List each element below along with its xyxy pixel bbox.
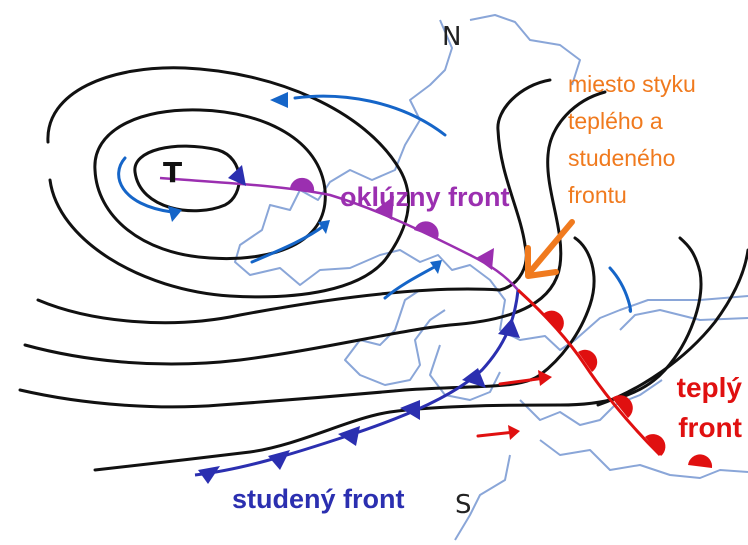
- meeting-point-line3: studeného: [568, 145, 676, 171]
- cold-triangle-5: [268, 450, 290, 470]
- isobar-4: [36, 78, 552, 325]
- warm-front-label-line1: teplý: [676, 372, 742, 403]
- cold-triangle-4: [338, 426, 360, 446]
- isobar-5: [23, 90, 607, 366]
- cold-triangle-1: [498, 318, 520, 338]
- meeting-point-label: miesto styku teplého a studeného frontu: [568, 66, 743, 214]
- north-label: N: [442, 22, 462, 52]
- isobar-1: [133, 144, 241, 213]
- occluded-triangle-1: [228, 165, 246, 186]
- annotation-arrow: [525, 219, 575, 279]
- red-arrow-2: [476, 430, 517, 438]
- warm-semicircle-3: [612, 395, 633, 418]
- occluded-triangle-3: [476, 248, 494, 270]
- isobar-7: [93, 236, 703, 472]
- isobar-2: [93, 108, 327, 261]
- warm-semicircle-1: [543, 310, 564, 332]
- meeting-point-line1: miesto styku: [568, 71, 696, 97]
- cold-front-label: studený front: [232, 484, 405, 514]
- cold-front: [194, 289, 520, 484]
- occluded-semicircle-2: [414, 221, 439, 238]
- red-arrow-1: [498, 376, 547, 386]
- cold-triangle-2: [462, 368, 486, 388]
- cold-triangle-3: [400, 400, 420, 420]
- coastline: [234, 14, 748, 541]
- wind-arrow-1: [250, 223, 327, 264]
- warm-semicircle-2: [578, 349, 598, 372]
- meeting-point-line2: teplého a: [568, 108, 663, 134]
- occluded-front-label: oklúzny front: [340, 182, 510, 212]
- warm-semicircle-4: [645, 434, 666, 456]
- wind-arrows-red: [476, 376, 547, 438]
- isobars: [18, 66, 748, 472]
- warm-front: [516, 288, 713, 468]
- isobar-6: [18, 236, 596, 409]
- warm-front-label: teplý front: [662, 368, 742, 448]
- occluded-front: [159, 165, 519, 291]
- cold-triangle-6: [198, 466, 220, 484]
- warm-semicircle-5: [688, 454, 713, 468]
- meeting-point-line4: frontu: [568, 182, 627, 208]
- south-label: S: [455, 490, 472, 520]
- occluded-semicircle-1: [290, 177, 315, 192]
- wind-arrows-blue: [117, 94, 633, 313]
- isobar-3: [46, 66, 410, 299]
- low-pressure-symbol: T: [163, 156, 182, 189]
- wind-arrowheads-blue: [168, 92, 442, 274]
- occluded-triangle-2: [375, 196, 394, 220]
- warm-front-label-line2: front: [678, 412, 742, 443]
- isobar-8: [596, 248, 748, 407]
- wind-arrow-2: [383, 263, 440, 300]
